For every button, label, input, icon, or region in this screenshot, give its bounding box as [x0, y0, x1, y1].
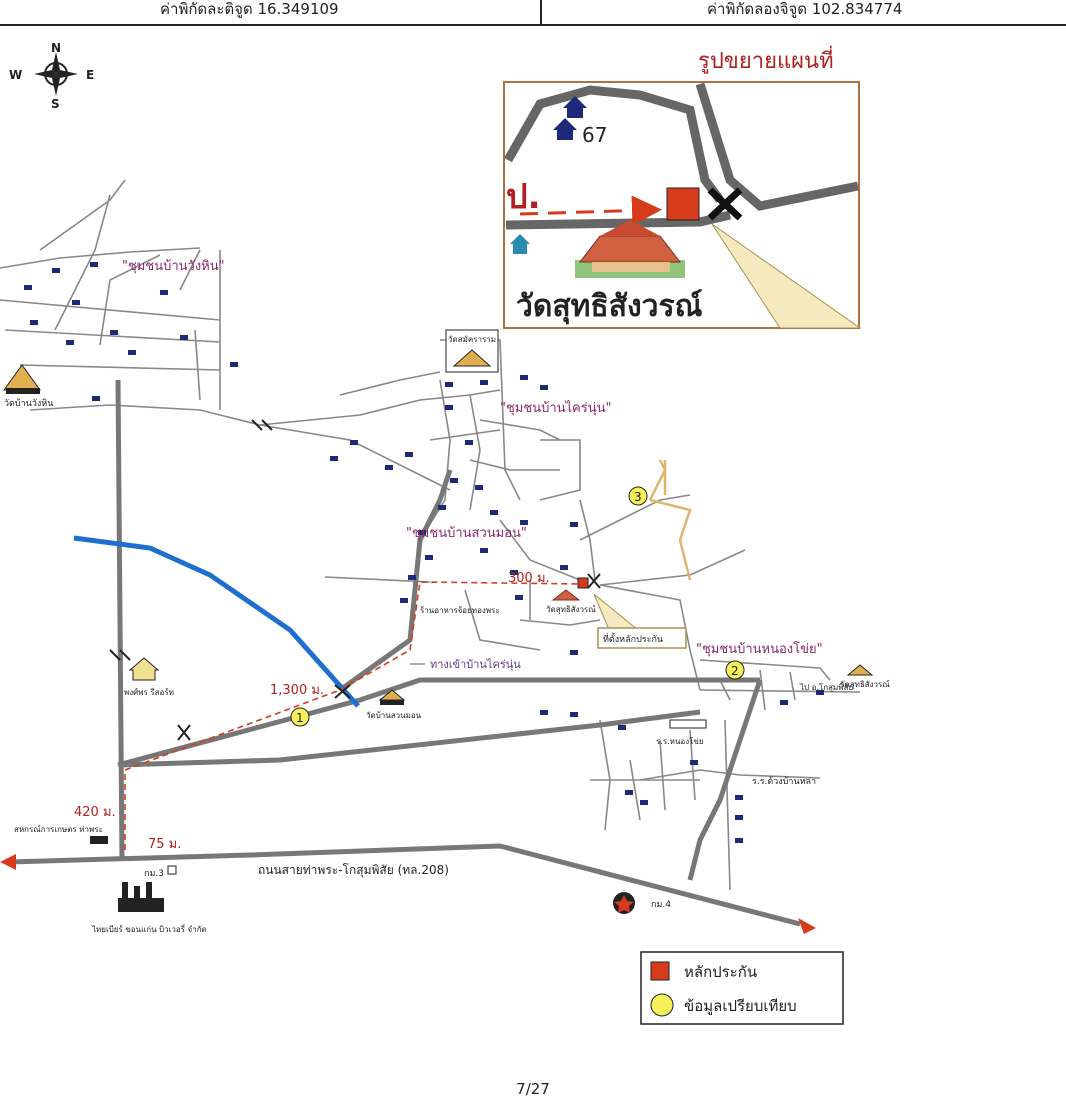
- km4-label: กม.4: [651, 900, 671, 910]
- temple-icon: [575, 220, 685, 278]
- legend: หลักประกัน ข้อมูลเปรียบเทียบ: [640, 951, 844, 1025]
- legend-collateral-swatch: [650, 961, 670, 981]
- km3-marker-icon: [167, 865, 177, 875]
- compass-n: N: [51, 41, 61, 55]
- comparison-marker-3: 3: [628, 486, 648, 506]
- community-krai-nun: "ชุมชนบ้านไคร่นุ่น": [500, 400, 612, 416]
- inset-map: ป. 67 วัดสุทธิสังวรณ์: [503, 81, 862, 329]
- coordinates-header: ค่าพิกัดละติจูด 16.349109 ค่าพิกัดลองจิจ…: [0, 0, 1066, 26]
- house-marks: [24, 262, 824, 843]
- compass-s: S: [51, 97, 60, 111]
- collateral-location-label: ที่ตั้งหลักประกัน: [603, 632, 663, 645]
- shop-label: ร้านอาหารจ้อยทองพระ: [420, 606, 500, 615]
- community-suan-mon: "ชุมชนบ้านสวนมอน": [406, 526, 527, 541]
- wat-sutthi-label: วัดสุทธิสังวรณ์: [546, 604, 596, 614]
- header-divider: [540, 0, 542, 24]
- legend-collateral-label: หลักประกัน: [684, 963, 757, 981]
- factory-label: ไทยเบียร์ ขอนแก่น บิวเวอรี่ จำกัด: [91, 923, 207, 934]
- community-nong-khoi: "ชุมชนบ้านหนองโข่ย": [696, 641, 823, 657]
- community-wang-hin: "ชุมชนบ้านวังหิน": [122, 259, 225, 274]
- coop-icon: [90, 836, 108, 844]
- temple-sutthi-east-icon: [846, 664, 874, 676]
- collateral-marker: [577, 577, 589, 589]
- compass-w: W: [9, 68, 22, 82]
- canal: [73, 535, 360, 708]
- temple-wang-hin-icon: [3, 364, 41, 394]
- resort-label: พงศ์พร รีสอร์ท: [124, 687, 174, 697]
- svg-text:1: 1: [296, 711, 304, 725]
- comparison-marker-2: 2: [725, 660, 745, 680]
- svg-text:3: 3: [634, 490, 642, 504]
- km3-label: กม.3: [144, 869, 164, 879]
- inset-title: รูปขยายแผนที่: [698, 45, 834, 74]
- legend-comparison-swatch: [650, 993, 674, 1017]
- main-road-label: ถนนสายท่าพระ-โกสุมพิสัย (ทล.208): [258, 863, 449, 878]
- comparison-marker-1: 1: [290, 707, 310, 727]
- distance-300: 300 ม.: [508, 571, 550, 586]
- nong-lao-road-label: ร.ร.ด้วงบ้านหล่า: [752, 776, 816, 787]
- inset-house-number: 67: [582, 123, 607, 147]
- page-number: 7/27: [516, 1080, 550, 1098]
- gas-station-icon: [613, 892, 635, 914]
- main-roads: [9, 379, 801, 927]
- wat-top-label: วัดสมัคราราม: [448, 335, 496, 344]
- bridge-marks: [109, 419, 601, 741]
- temple-top-icon: [445, 329, 499, 373]
- distance-1300: 1,300 ม.: [270, 683, 324, 698]
- school-nong-khoi-label: ร.ร.หนองโข่ย: [656, 736, 704, 746]
- inset-temple-name: วัดสุทธิสังวรณ์: [516, 289, 703, 325]
- temple-suan-mon-icon: [378, 689, 406, 705]
- arrow-west-icon: [0, 854, 16, 870]
- wat-wang-hin-label: วัดบ้านวังหิน: [4, 398, 53, 409]
- compass-rose-icon: N S E W: [9, 41, 94, 111]
- wat-suan-mon-label: วัดบ้านสวนมอน: [366, 711, 422, 720]
- temple-sutthi-icon: [551, 589, 581, 601]
- road-krai-nun-label: ทางเข้าบ้านไคร่นุ่น: [430, 658, 521, 671]
- distance-420: 420 ม.: [74, 805, 116, 820]
- to-kosum-label: ไป อ.โกสุมพิสัย: [799, 682, 853, 692]
- house-icon: [510, 96, 587, 254]
- svg-text:2: 2: [731, 664, 739, 678]
- location-map: N S E W รูปขยายแผนที่ ป. 67 วัดสุทธิสังว…: [0, 41, 890, 1025]
- side-road-orange: [648, 459, 692, 581]
- arrow-east-icon: [798, 918, 816, 934]
- longitude-label: ค่าพิกัดลองจิจูด 102.834774: [707, 0, 903, 18]
- factory-icon: [118, 882, 164, 912]
- distance-75: 75 ม.: [148, 837, 181, 852]
- wat-sutthi-east-label: วัดสุทธิสังวรณ์: [840, 679, 890, 689]
- compass-e: E: [86, 68, 94, 82]
- legend-comparison-label: ข้อมูลเปรียบเทียบ: [684, 997, 797, 1015]
- school-icon: [669, 719, 707, 729]
- resort-icon: [128, 657, 160, 681]
- svg-text:ป.: ป.: [506, 177, 541, 217]
- route-line: [124, 581, 583, 850]
- coop-label: สหกรณ์การเกษตร ท่าพระ: [14, 824, 103, 834]
- latitude-label: ค่าพิกัดละติจูด 16.349109: [160, 0, 339, 18]
